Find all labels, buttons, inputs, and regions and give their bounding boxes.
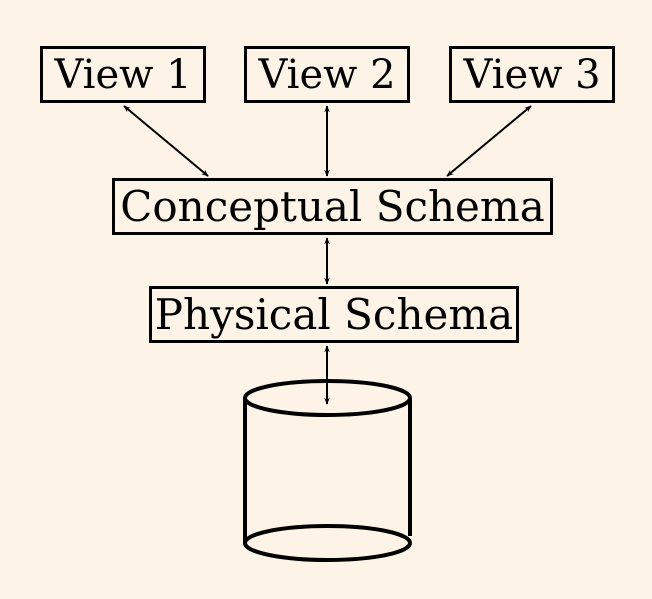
view-2-label: View 2	[258, 51, 396, 98]
conceptual-schema-box: Conceptual Schema	[112, 178, 553, 235]
view-2-box: View 2	[244, 46, 410, 103]
conceptual-schema-label: Conceptual Schema	[120, 181, 545, 231]
arrow-view3-conceptual	[446, 105, 532, 177]
arrow-view1-conceptual	[123, 105, 209, 177]
view-3-box: View 3	[449, 46, 615, 103]
view-1-label: View 1	[54, 51, 192, 98]
view-1-box: View 1	[40, 46, 206, 103]
view-3-label: View 3	[463, 51, 601, 98]
physical-schema-label: Physical Schema	[154, 289, 514, 339]
database-cylinder-icon	[243, 379, 412, 562]
physical-schema-box: Physical Schema	[149, 286, 519, 343]
